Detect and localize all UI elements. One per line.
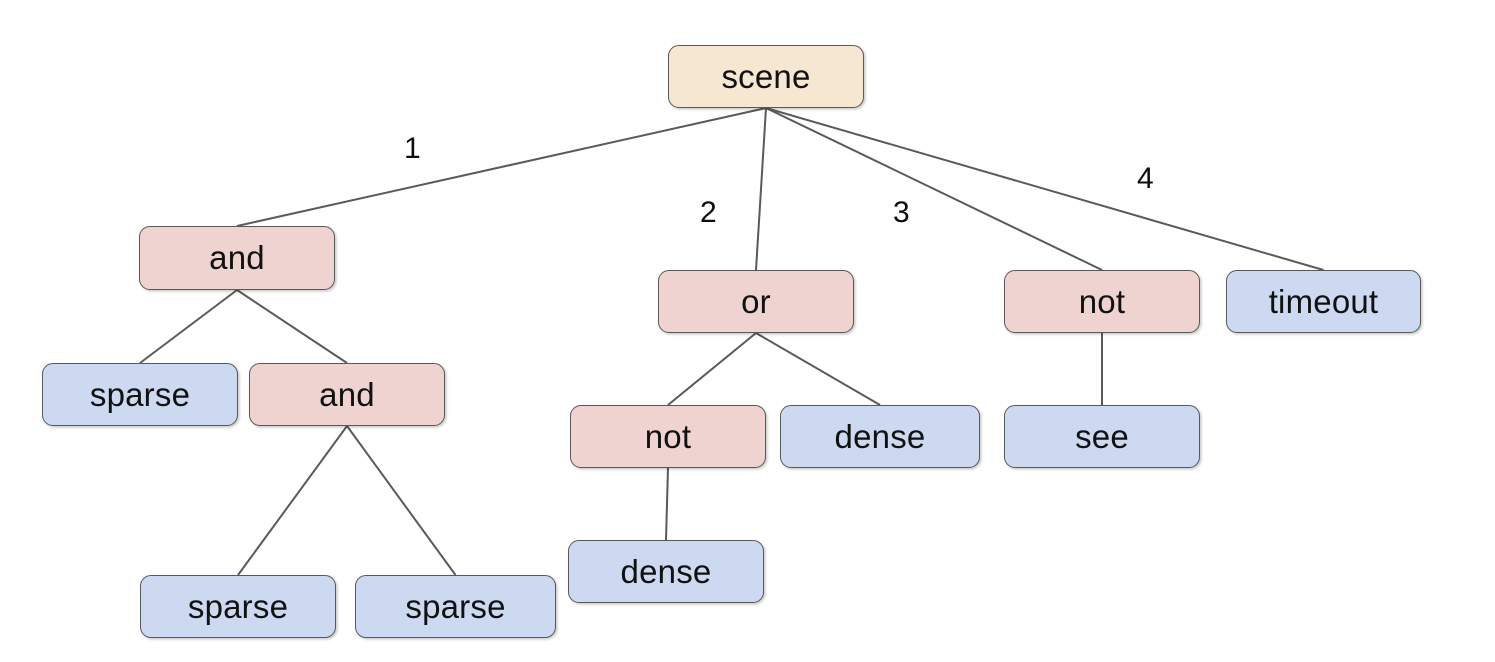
tree-node-label: or [741,282,771,320]
tree-node-not1[interactable]: not [570,405,766,468]
tree-edge-scene-not2 [765,107,1103,271]
edge-label-3: 3 [893,196,910,229]
tree-node-label: and [319,375,375,413]
edge-label-1: 1 [404,132,421,165]
tree-node-and2[interactable]: and [249,363,445,426]
tree-node-label: scene [721,57,811,95]
tree-node-label: not [1078,282,1126,320]
tree-edge-and2-sparse3 [346,425,457,576]
tree-node-label: dense [834,417,926,455]
tree-edge-and1-and2 [236,289,348,364]
tree-node-label: not [644,417,692,455]
edge-label-4: 4 [1137,162,1154,195]
tree-node-dense1[interactable]: dense [780,405,980,468]
tree-node-sparse1[interactable]: sparse [42,363,238,426]
tree-edge-not1-dense2 [665,467,669,541]
tree-node-not2[interactable]: not [1004,270,1200,333]
tree-node-sparse3[interactable]: sparse [355,575,556,638]
tree-node-and1[interactable]: and [139,226,335,290]
tree-edge-or1-not1 [667,332,757,406]
tree-node-sparse2[interactable]: sparse [140,575,336,638]
tree-edge-scene-or1 [755,107,767,271]
tree-node-label: timeout [1268,282,1379,320]
tree-edge-scene-timeout1 [765,107,1324,271]
tree-edge-or1-dense1 [755,332,881,406]
tree-node-label: see [1075,417,1129,455]
edge-label-2: 2 [700,196,717,229]
tree-node-label: and [209,239,265,276]
tree-node-or1[interactable]: or [658,270,854,333]
tree-node-label: sparse [89,375,191,413]
tree-edge-and1-sparse1 [139,289,238,364]
tree-edge-and2-sparse2 [237,425,348,576]
tree-node-see1[interactable]: see [1004,405,1200,468]
tree-node-label: dense [620,552,712,590]
tree-node-label: sparse [187,587,289,625]
tree-node-label: sparse [405,587,506,625]
tree-node-dense2[interactable]: dense [568,540,764,603]
tree-node-timeout1[interactable]: timeout [1226,270,1421,333]
tree-edge-scene-and1 [236,107,767,227]
tree-node-scene[interactable]: scene [668,45,864,108]
